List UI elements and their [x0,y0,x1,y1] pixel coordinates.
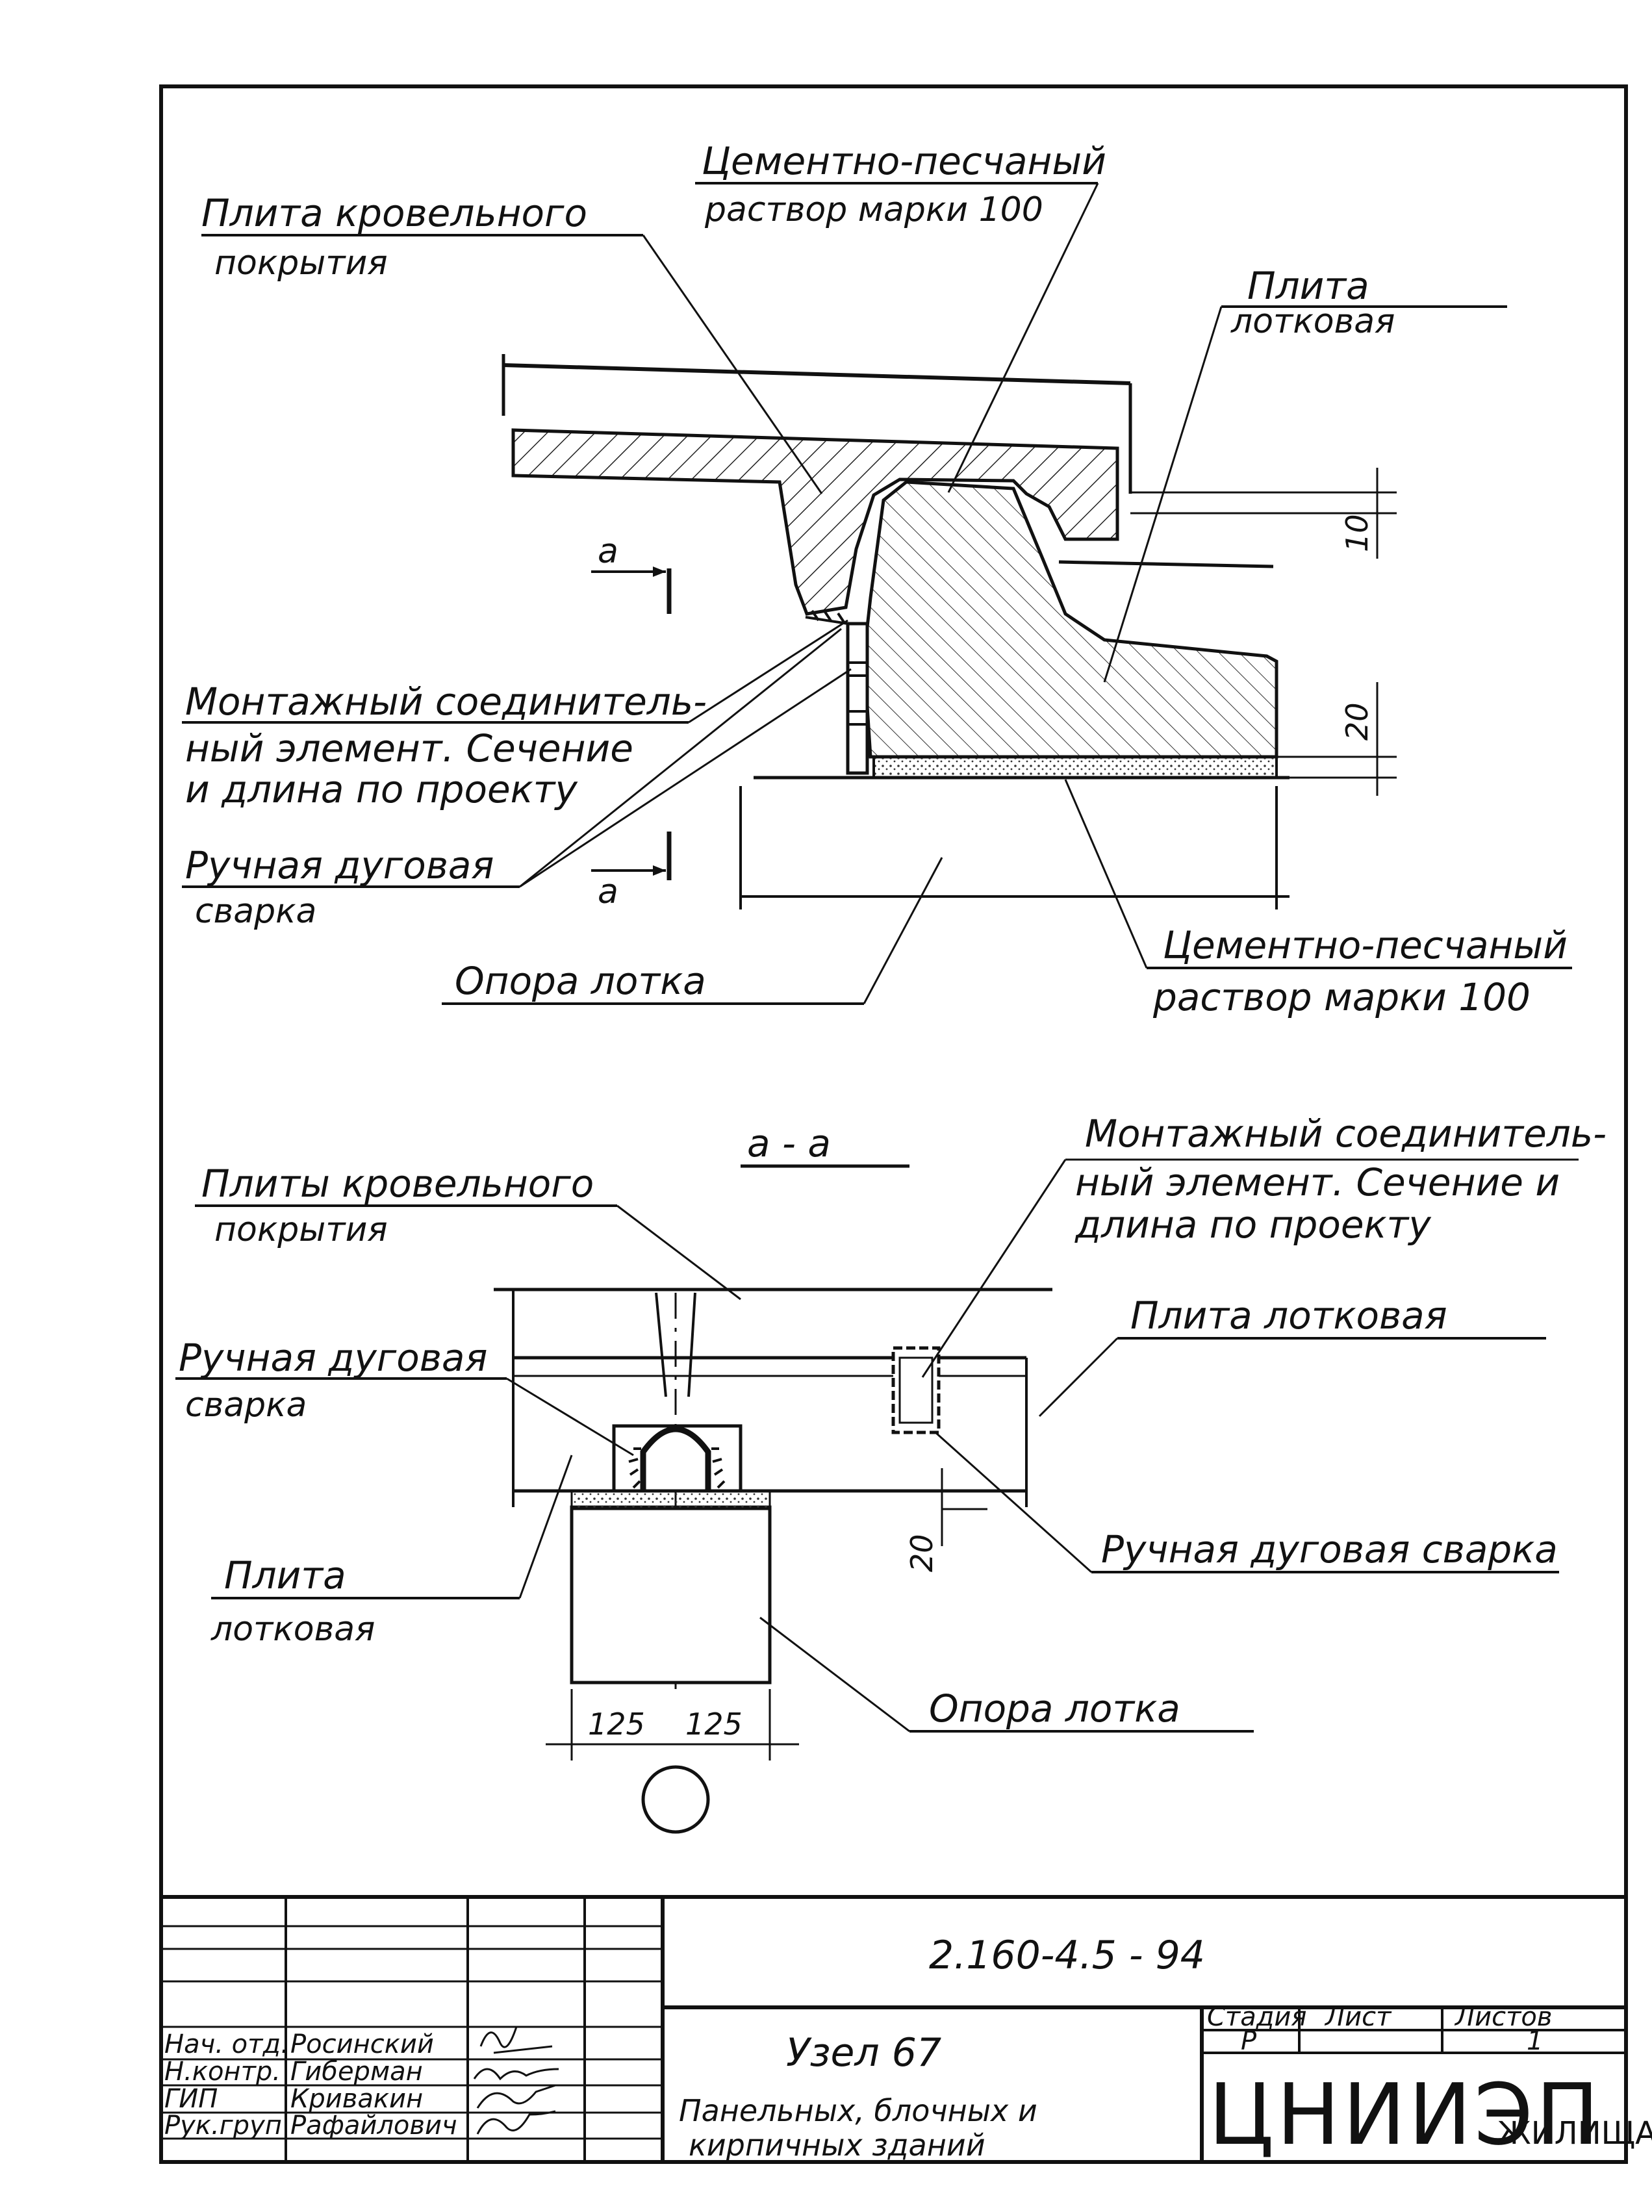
staff-role-3: Рук.груп [164,2111,282,2141]
mortar-section [570,1490,771,1510]
weld-left-label-2: сварка [185,1386,307,1425]
mortar-top-label-1: Цементно-песчаный [702,139,1106,183]
staff-name-3: Рафайлович [290,2111,457,2141]
staff-name-2: Кривакин [290,2084,423,2114]
gutter-slab-left-label-2: лотковая [210,1610,375,1649]
connector-section-label-2: ный элемент. Сечение и [1075,1160,1560,1204]
section-view: а - а 20 125 125 [175,1112,1607,1834]
section-mark-bottom: а [598,872,618,911]
connector-label-1: Монтажный соединитель- [185,680,707,724]
roof-slab-label-1: Плита кровельного [201,191,587,235]
stage-value: Р [1241,2026,1257,2056]
staff-role-1: Н.контр. [164,2057,281,2087]
dim-10: 10 [1340,514,1375,552]
dim-125-right: 125 [685,1707,743,1742]
dim-125-left: 125 [588,1707,645,1742]
mortar-bottom-label-1: Цементно-песчаный [1163,923,1568,967]
weld-label-2: сварка [195,892,316,931]
mortar-bottom-label-2: раствор марки 100 [1152,975,1531,1019]
connector-label-3: и длина по проекту [185,767,578,811]
roof-slab-label-2: покрытия [214,244,388,283]
stage-header: Стадия [1207,2002,1306,2032]
roof-slabs-label-1: Плиты кровельного [201,1162,594,1206]
embed-plate [612,1424,743,1493]
signature-2 [476,2084,556,2109]
signature-3 [476,2110,556,2135]
u-connector [640,1426,711,1491]
connector-element [846,622,869,775]
axis-bubble [641,1765,710,1834]
support-section-label: Опора лотка [929,1686,1180,1731]
gutter-slab-left-label-1: Плита [224,1553,346,1597]
gutter-slab-right-label: Плита лотковая [1130,1293,1447,1338]
weld-side [848,661,866,726]
sheets-header: Листов [1454,2002,1552,2032]
support-block [570,1505,772,1684]
roof-slab [511,428,1119,616]
top-view: а а 10 20 Плита кровельного покрытия Цем… [182,139,1572,1019]
sheet-header: Лист [1324,2002,1392,2032]
sheet-frame [159,84,1628,2164]
gutter-slab-label-2: лотковая [1230,302,1395,341]
section-title: а - а [747,1121,831,1165]
connector-section-label-3: длина по проекту [1074,1202,1431,1247]
signature-0 [479,2026,553,2054]
support-label-top: Опора лотка [455,959,706,1003]
node-title: Узел 67 [786,2030,941,2076]
staff-name-1: Гиберман [290,2057,423,2087]
weld-left-label-1: Ручная дуговая [179,1336,487,1380]
subtitle-2: кирпичных зданий [689,2128,985,2163]
roof-slabs-label-2: покрытия [214,1210,388,1249]
weld-seam [628,1447,726,1489]
mortar-top-label-2: раствор марки 100 [704,190,1043,229]
weld-right-label: Ручная дуговая сварка [1101,1527,1558,1571]
staff-name-0: Росинский [290,2029,434,2059]
signature-1 [473,2068,559,2081]
section-mark-top: а [598,532,618,571]
dim-20-section: 20 [904,1534,939,1572]
title-block: Нач. отд. Росинский Н.контр. Гиберман ГИ… [161,1895,1652,2164]
org-sub: ЖИЛИЩА [1497,2115,1652,2152]
gutter-slab-label-1: Плита [1247,264,1369,308]
org-logo: ЦНИИЭП [1208,2065,1602,2164]
subtitle-1: Панельных, блочных и [679,2093,1037,2128]
dim-20-top: 20 [1340,702,1375,741]
connector-section [891,1346,941,1434]
weld-top [805,609,848,625]
connector-label-2: ный элемент. Сечение [185,726,633,770]
sheets-value: 1 [1527,2026,1543,2056]
doc-code: 2.160-4.5 - 94 [929,1933,1205,1978]
mortar-bottom [872,756,1278,779]
staff-role-2: ГИП [164,2084,218,2114]
connector-section-label-1: Монтажный соединитель- [1085,1112,1607,1156]
weld-label-1: Ручная дуговая [185,843,494,887]
staff-role-0: Нач. отд. [164,2029,289,2059]
